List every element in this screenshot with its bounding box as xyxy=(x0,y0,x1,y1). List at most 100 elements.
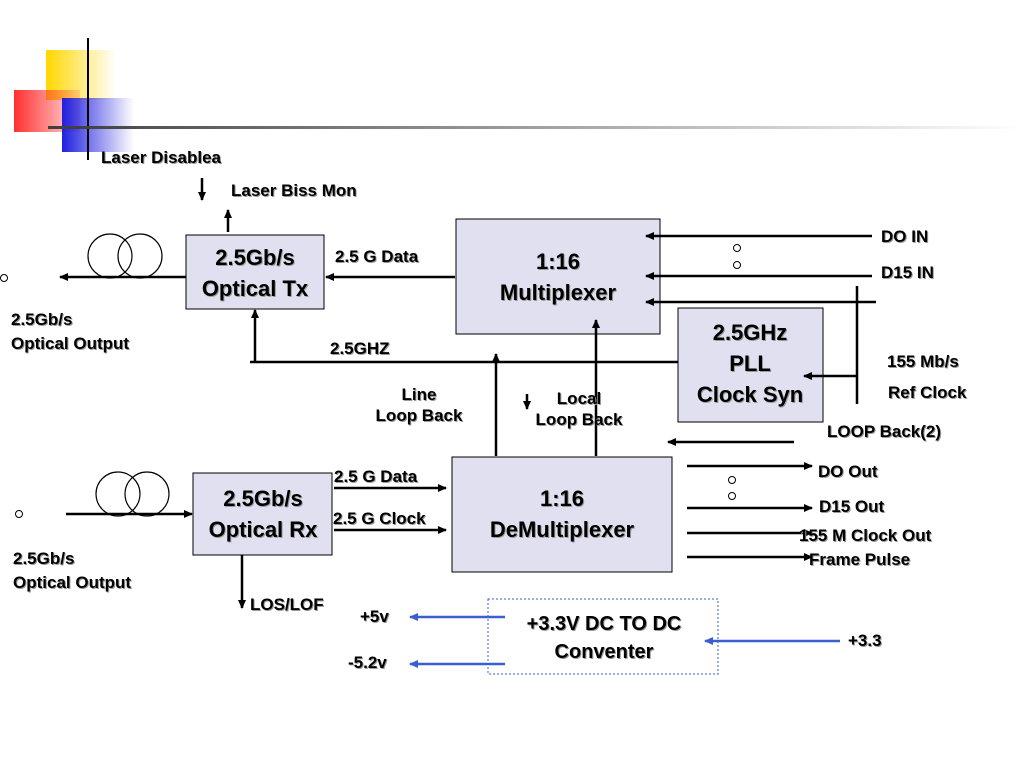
svg-text:155 M Clock Out: 155 M Clock Out xyxy=(799,526,932,545)
plus-5v-label: +5v +5v xyxy=(360,607,390,627)
svg-text:1:16: 1:16 xyxy=(541,487,585,512)
svg-text:D15 IN: D15 IN xyxy=(881,263,934,282)
svg-text:Ref Clock: Ref Clock xyxy=(888,383,967,402)
tx-optical-output-label: 2.5Gb/s 2.5Gb/s Optical Output Optical O… xyxy=(11,310,130,354)
svg-text:Loop Back: Loop Back xyxy=(377,407,464,426)
svg-text:2.5 G Data: 2.5 G Data xyxy=(335,247,419,266)
svg-text:2.5Gb/s: 2.5Gb/s xyxy=(223,486,302,511)
svg-text:LOS/LOF: LOS/LOF xyxy=(250,595,324,614)
svg-text:D15 Out: D15 Out xyxy=(819,497,885,516)
ellipsis-dot xyxy=(728,476,736,484)
optical-rx-block: 2.5Gb/s 2.5Gb/s Optical Rx Optical Rx xyxy=(192,472,333,556)
svg-text:Loop Back: Loop Back xyxy=(537,411,624,430)
multiplexer-block: 1:16 1:16 Multiplexer Multiplexer xyxy=(455,218,661,335)
svg-text:Clock Syn: Clock Syn xyxy=(698,383,804,408)
svg-text:2.5Gb/s: 2.5Gb/s xyxy=(216,246,295,271)
svg-text:Laser Biss Mon: Laser Biss Mon xyxy=(232,182,358,201)
svg-text:PLL: PLL xyxy=(730,352,772,377)
clock-2-5ghz-label: 2.5GHZ 2.5GHZ xyxy=(330,339,391,359)
minus-5-2v-label: -5.2v -5.2v xyxy=(348,653,388,673)
svg-text:LOOP Back(2): LOOP Back(2) xyxy=(828,423,942,442)
svg-text:Frame Pulse: Frame Pulse xyxy=(809,550,910,569)
svg-text:DO IN: DO IN xyxy=(881,227,928,246)
svg-text:Ref Clock: Ref Clock xyxy=(889,384,968,403)
svg-text:+3.3: +3.3 xyxy=(848,631,882,650)
laser-bias-mon-label: Laser Biss Mon Laser Biss Mon xyxy=(231,181,358,201)
ellipsis-dot xyxy=(733,261,741,269)
svg-text:Frame Pulse: Frame Pulse xyxy=(810,551,911,570)
los-lof-label: LOS/LOF LOS/LOF xyxy=(250,595,325,615)
tx-data-label: 2.5 G Data 2.5 G Data xyxy=(335,247,420,267)
svg-text:Optical Output: Optical Output xyxy=(12,335,130,354)
laser-disable-label: Laser Disablea Laser Disablea xyxy=(101,148,223,168)
svg-text:155 Mb/s: 155 Mb/s xyxy=(887,352,959,371)
svg-text:2.5 G Clock: 2.5 G Clock xyxy=(334,510,427,529)
svg-text:2.5 G Clock: 2.5 G Clock xyxy=(333,509,426,528)
rx-clock-label: 2.5 G Clock 2.5 G Clock xyxy=(333,509,427,529)
local-loop-back-label: Local Local Loop Back Loop Back xyxy=(536,389,624,430)
svg-text:Conventer: Conventer xyxy=(556,642,655,664)
plus-3-3-label: +3.3 +3.3 xyxy=(848,631,883,651)
svg-text:-5.2v: -5.2v xyxy=(349,654,388,673)
do-in-label: DO IN DO IN xyxy=(881,227,929,247)
svg-text:2.5Gb/s: 2.5Gb/s xyxy=(12,311,73,330)
svg-text:2.5Gb/s: 2.5Gb/s xyxy=(215,245,294,270)
svg-text:DO IN: DO IN xyxy=(882,228,929,247)
svg-text:Optical Rx: Optical Rx xyxy=(210,518,320,543)
svg-text:2.5GHZ: 2.5GHZ xyxy=(330,339,390,358)
svg-text:Laser Biss Mon: Laser Biss Mon xyxy=(231,181,357,200)
svg-text:+3.3V DC TO DC: +3.3V DC TO DC xyxy=(528,614,683,636)
d15-in-label: D15 IN D15 IN xyxy=(881,263,935,283)
rx-input-terminal xyxy=(15,510,23,518)
svg-text:2.5Gb/s: 2.5Gb/s xyxy=(13,549,74,568)
clock-out-label: 155 M Clock Out 155 M Clock Out xyxy=(799,526,933,546)
svg-text:Optical Rx: Optical Rx xyxy=(209,517,319,542)
svg-text:D15 Out: D15 Out xyxy=(820,498,886,517)
rx-fiber-coil-icon xyxy=(95,471,170,517)
svg-text:2.5GHz: 2.5GHz xyxy=(714,321,789,346)
svg-text:2.5 G Data: 2.5 G Data xyxy=(334,467,418,486)
svg-text:DO Out: DO Out xyxy=(819,463,879,482)
svg-text:DO Out: DO Out xyxy=(818,462,878,481)
svg-text:-5.2v: -5.2v xyxy=(348,653,387,672)
svg-text:+5v: +5v xyxy=(361,608,390,627)
d15-out-label: D15 Out D15 Out xyxy=(819,497,886,517)
svg-text:Line: Line xyxy=(402,385,437,404)
ref-clock-label: 155 Mb/s 155 Mb/s Ref Clock Ref Clock xyxy=(887,352,968,403)
svg-text:Multiplexer: Multiplexer xyxy=(501,281,618,306)
svg-text:1:16: 1:16 xyxy=(540,486,584,511)
rx-optical-output-label: 2.5Gb/s 2.5Gb/s Optical Output Optical O… xyxy=(13,549,132,593)
svg-text:Loop Back: Loop Back xyxy=(536,410,623,429)
svg-text:Laser Disablea: Laser Disablea xyxy=(101,148,222,167)
svg-text:PLL: PLL xyxy=(729,351,771,376)
rx-data-label: 2.5 G Data 2.5 G Data xyxy=(334,467,419,487)
svg-text:2.5GHz: 2.5GHz xyxy=(713,320,788,345)
svg-text:Optical Output: Optical Output xyxy=(11,334,129,353)
ellipsis-dot xyxy=(728,492,736,500)
svg-text:Clock Syn: Clock Syn xyxy=(697,382,803,407)
svg-text:Optical Tx: Optical Tx xyxy=(203,277,310,302)
do-out-label: DO Out DO Out xyxy=(818,462,879,482)
optical-tx-block: 2.5Gb/s 2.5Gb/s Optical Tx Optical Tx xyxy=(185,234,325,310)
svg-text:2.5Gb/s: 2.5Gb/s xyxy=(224,487,303,512)
svg-text:+3.3: +3.3 xyxy=(849,632,883,651)
svg-text:2.5Gb/s: 2.5Gb/s xyxy=(11,310,72,329)
svg-text:155 M Clock Out: 155 M Clock Out xyxy=(800,527,933,546)
loop-back-2-label: LOOP Back(2) LOOP Back(2) xyxy=(827,422,942,442)
svg-text:Local: Local xyxy=(558,390,602,409)
tx-fiber-coil-icon xyxy=(87,233,163,279)
svg-text:Optical Tx: Optical Tx xyxy=(202,276,309,301)
svg-text:2.5 G Data: 2.5 G Data xyxy=(336,248,420,267)
svg-text:Loop Back: Loop Back xyxy=(376,406,463,425)
svg-text:DeMultiplexer: DeMultiplexer xyxy=(491,518,636,543)
svg-text:Optical Output: Optical Output xyxy=(13,573,131,592)
svg-text:D15 IN: D15 IN xyxy=(882,264,935,283)
svg-text:2.5Gb/s: 2.5Gb/s xyxy=(14,550,75,569)
frame-pulse-label: Frame Pulse Frame Pulse xyxy=(809,550,911,570)
svg-text:2.5GHZ: 2.5GHZ xyxy=(331,340,391,359)
line-loop-back-label: Line Line Loop Back Loop Back xyxy=(376,385,464,426)
dc-dc-converter-block: +3.3V DC TO DC +3.3V DC TO DC Conventer … xyxy=(487,598,719,675)
svg-text:155 Mb/s: 155 Mb/s xyxy=(888,353,960,372)
svg-text:LOS/LOF: LOS/LOF xyxy=(251,596,325,615)
